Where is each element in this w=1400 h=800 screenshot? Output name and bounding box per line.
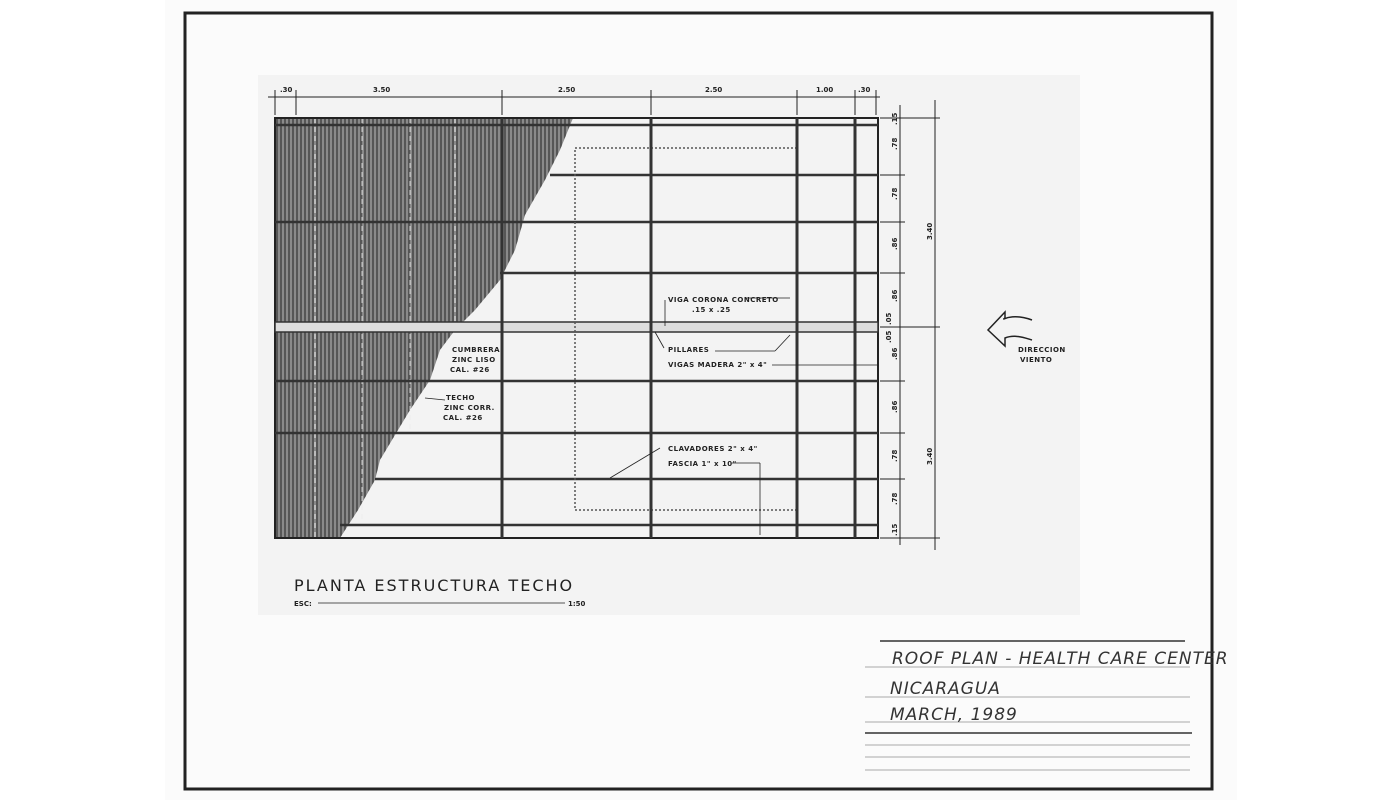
dim-right: .86 <box>891 289 899 302</box>
drawing-title: PLANTA ESTRUCTURA TECHO <box>294 576 574 595</box>
right-dimension-lines <box>880 100 940 550</box>
clavadores-purlins <box>275 123 878 527</box>
label-cumbrera-1: CUMBRERA <box>452 346 500 354</box>
dim-right: .05 <box>885 330 893 343</box>
dim-right: .86 <box>891 237 899 250</box>
label-viga-corona: VIGA CORONA CONCRETO <box>668 296 779 304</box>
callout-leaders <box>424 297 878 535</box>
vigas-madera-rafters <box>500 118 857 538</box>
dim-right: .78 <box>891 187 899 200</box>
dim-right: .78 <box>891 449 899 462</box>
title-block-line3: MARCH, 1989 <box>890 705 1018 725</box>
title-block-line1: ROOF PLAN - HEALTH CARE CENTER <box>892 649 1229 669</box>
label-viga-corona-size: .15 x .25 <box>692 306 731 314</box>
dim-top-5: .30 <box>858 86 871 94</box>
label-pillares: PILLARES <box>668 346 709 354</box>
scale-label: ESC: <box>294 600 312 608</box>
dim-top-0: .30 <box>280 86 293 94</box>
dim-right: .78 <box>891 492 899 505</box>
ridge-cap <box>274 321 879 333</box>
title-block-line2: NICARAGUA <box>890 679 1001 699</box>
label-clavadores: CLAVADORES 2" x 4" <box>668 445 758 453</box>
dim-right: .86 <box>891 400 899 413</box>
dim-right: .15 <box>891 112 899 125</box>
wind-label-1: DIRECCION <box>1018 346 1066 354</box>
dim-right: .05 <box>885 312 893 325</box>
sheet-border <box>183 11 1214 791</box>
label-fascia: FASCIA 1" x 10" <box>668 460 737 468</box>
dim-right: .15 <box>891 523 899 536</box>
dim-top-1: 3.50 <box>373 86 390 94</box>
label-techo-3: CAL. #26 <box>443 414 483 422</box>
label-vigas-madera: VIGAS MADERA 2" x 4" <box>668 361 767 369</box>
scale-value: 1:50 <box>568 600 586 608</box>
label-cumbrera-3: CAL. #26 <box>450 366 490 374</box>
label-techo-2: ZINC CORR. <box>444 404 495 412</box>
dim-top-2: 2.50 <box>558 86 575 94</box>
wind-direction-arrow-icon <box>986 310 1033 348</box>
dim-right: .78 <box>891 137 899 150</box>
title-block-lines <box>865 640 1192 771</box>
dim-top-3: 2.50 <box>705 86 722 94</box>
dim-total: 3.40 <box>926 223 934 240</box>
dim-total: 3.40 <box>926 448 934 465</box>
top-dimension-line <box>268 90 880 115</box>
right-dimension-labels: .15 .78 .78 .86 .86 .05 .05 .86 .86 .78 … <box>885 112 934 536</box>
wind-label-2: VIENTO <box>1020 356 1052 364</box>
dim-right: .86 <box>891 347 899 360</box>
dim-top-4: 1.00 <box>816 86 833 94</box>
label-cumbrera-2: ZINC LISO <box>452 356 496 364</box>
label-techo-1: TECHO <box>446 394 475 402</box>
